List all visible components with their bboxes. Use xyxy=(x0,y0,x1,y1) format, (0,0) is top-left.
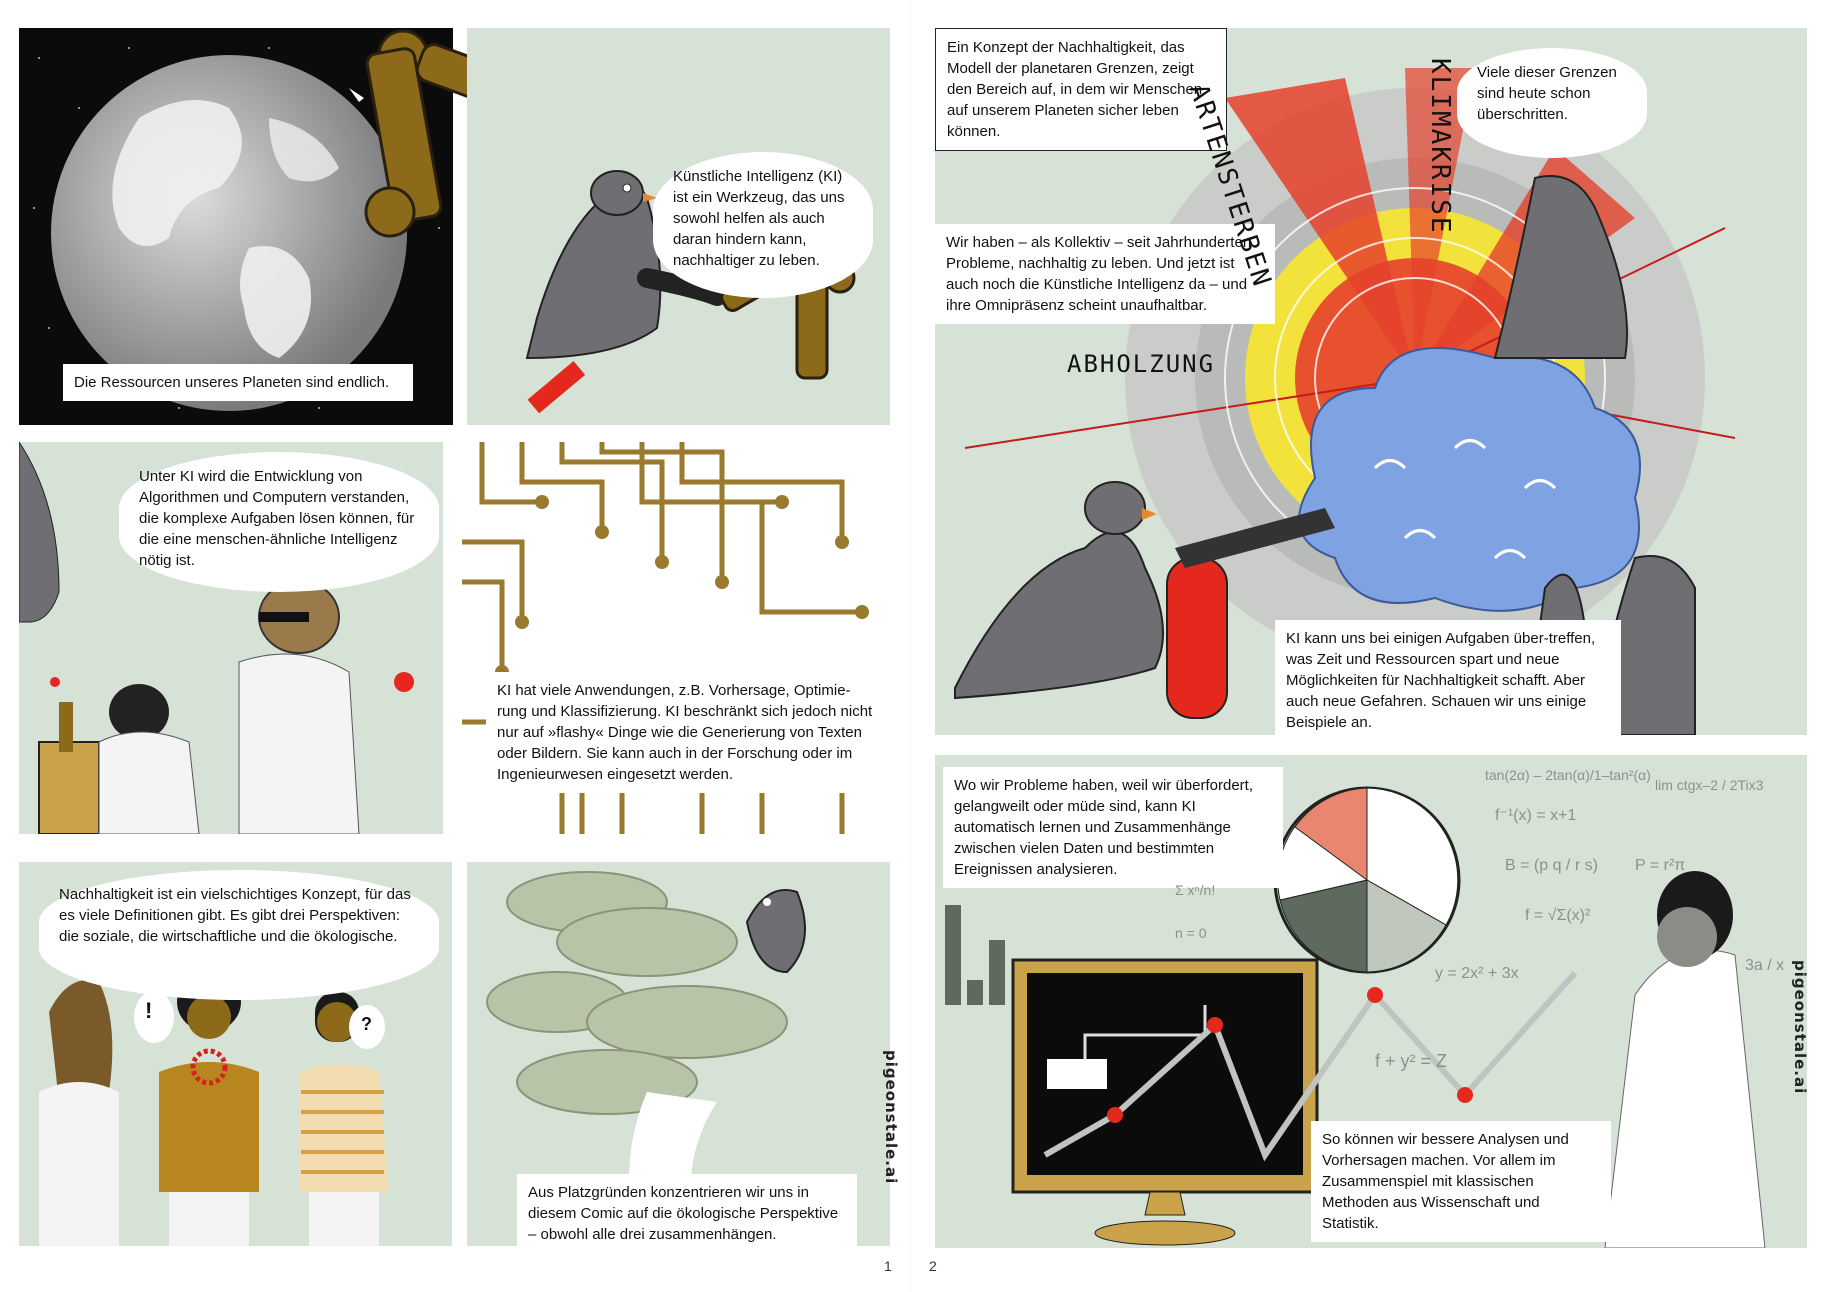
trees-illustration xyxy=(486,871,806,1246)
panel-ai-analysis: Wo wir Probleme haben, weil wir überford… xyxy=(935,755,1807,1248)
caption-ki-outperform: KI kann uns bei einigen Aufgaben über-tr… xyxy=(1275,620,1621,735)
label-abholzung: ABHOLZUNG xyxy=(1067,350,1216,378)
formula-2: lim ctgx–2 / 2Tix3 xyxy=(1655,777,1764,793)
page-number-right: 2 xyxy=(929,1258,937,1274)
formula-8: f = √Σ(x)² xyxy=(1525,907,1591,924)
three-people-illustration xyxy=(39,972,389,1246)
exclamation-mark: ! xyxy=(145,998,153,1023)
panel-pigeon-robot: Künstliche Intelligenz (KI) ist ein Werk… xyxy=(467,28,890,425)
question-mark: ? xyxy=(361,1014,372,1034)
page-right: Ein Konzept der Nachhaltigkeit, das Mode… xyxy=(911,0,1821,1292)
caption-better-analyses: So können wir bessere Analysen und Vorhe… xyxy=(1311,1121,1611,1242)
formula-10: f + y² = Z xyxy=(1375,1051,1448,1071)
watermark-left: pigeonstale.ai xyxy=(882,1050,900,1185)
watermark-right: pigeonstale.ai xyxy=(1791,960,1809,1095)
panel-scientists: Unter KI wird die Entwicklung von Algori… xyxy=(19,442,443,834)
bubble-ki-tool: Künstliche Intelligenz (KI) ist ein Werk… xyxy=(653,152,873,298)
ai-analysis-illustration xyxy=(945,786,1766,1248)
formula-4: B = (p q / r s) xyxy=(1505,857,1598,874)
bubble-sustainability: Nachhaltigkeit ist ein vielschichtiges K… xyxy=(39,870,439,1000)
page-number-left: 1 xyxy=(884,1258,892,1274)
caption-ki-learning: Wo wir Probleme haben, weil wir überford… xyxy=(943,767,1283,888)
formula-6: Σ xⁿ/n! xyxy=(1175,882,1216,898)
formula-7: n = 0 xyxy=(1175,925,1207,941)
formula-5: P = r²π xyxy=(1635,857,1686,874)
panel-planetary-boundaries: Ein Konzept der Nachhaltigkeit, das Mode… xyxy=(935,28,1807,735)
bubble-ki-definition: Unter KI wird die Entwicklung von Algori… xyxy=(119,452,439,592)
scientists-illustration xyxy=(19,442,414,834)
earth-illustration xyxy=(33,47,440,411)
label-klimakrise: KLIMAKRISE xyxy=(1425,58,1455,235)
formula-9: y = 2x² + 3x xyxy=(1435,965,1519,982)
formula-1: tan(2α) – 2tan(α)/1–tan²(α) xyxy=(1485,767,1651,783)
caption-ecological-focus: Aus Platzgründen konzentrieren wir uns i… xyxy=(517,1174,857,1246)
panel-circuit: KI hat viele Anwendungen, z.B. Vorhersag… xyxy=(462,442,890,834)
bubble-boundaries-exceeded: Viele dieser Grenzen sind heute schon üb… xyxy=(1457,48,1647,158)
caption-collective-problems: Wir haben – als Kollektiv – seit Jahrhun… xyxy=(935,224,1275,324)
formula-3: f⁻¹(x) = x+1 xyxy=(1495,807,1577,824)
panel-earth-space: Die Ressourcen unseres Planeten sind end… xyxy=(19,28,453,425)
caption-resources: Die Ressourcen unseres Planeten sind end… xyxy=(63,364,413,401)
caption-ki-applications: KI hat viele Anwendungen, z.B. Vorhersag… xyxy=(486,672,886,793)
formula-11: 3a / x xyxy=(1745,957,1785,974)
panel-trees: Aus Platzgründen konzentrieren wir uns i… xyxy=(467,862,890,1246)
caption-planetary-model: Ein Konzept der Nachhaltigkeit, das Mode… xyxy=(935,28,1227,151)
panel-three-people: Nachhaltigkeit ist ein vielschichtiges K… xyxy=(19,862,452,1246)
page-left: Die Ressourcen unseres Planeten sind end… xyxy=(0,0,910,1292)
